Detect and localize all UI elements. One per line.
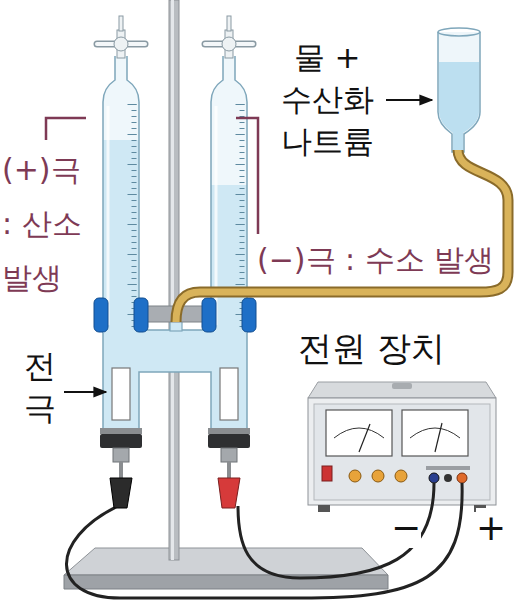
blue-clamp [242, 298, 256, 332]
reservoir-glass [438, 32, 480, 152]
leader-arrow [64, 391, 106, 393]
blue-clamp [94, 298, 108, 332]
terminal-pin [119, 462, 123, 480]
leader-arrow [386, 99, 432, 101]
terminal-post [113, 448, 129, 462]
label-anchor: 전원 장치 [298, 328, 445, 368]
terminal-pin [227, 462, 231, 480]
reservoir-liquid [439, 62, 479, 150]
control-knob [349, 470, 361, 482]
label-anchor: (+)극 : 산소 발생 [2, 143, 92, 305]
wire [238, 483, 434, 578]
alligator-clip [110, 478, 132, 508]
solution-label: 물 + 수산화 나트륨 [268, 36, 386, 162]
electrode-label: 전극 [24, 346, 56, 429]
meter [326, 410, 392, 456]
ground-terminal [444, 474, 452, 482]
power-supply-label: 전원 장치 [298, 328, 445, 368]
power-supply-handle [392, 383, 412, 389]
electrode [220, 368, 238, 420]
graduation-marks [132, 104, 137, 328]
bracket-line [46, 118, 86, 140]
negative-terminal [429, 473, 439, 483]
terminal-sign: − [391, 508, 421, 548]
connecting-tube [103, 330, 247, 430]
stand-rod [169, 0, 179, 560]
control-knob [372, 470, 384, 482]
rubber-hose [176, 150, 508, 322]
stopper-ring [208, 428, 250, 434]
control-knob [395, 470, 407, 482]
stopper-ring [100, 428, 142, 434]
meter [402, 410, 468, 456]
stopcock-nozzle [119, 16, 123, 31]
blue-clamp [202, 298, 216, 332]
rubber-stopper [208, 434, 250, 448]
power-supply-foot [318, 505, 330, 512]
power-supply-body [308, 398, 496, 505]
label-anchor: − [391, 508, 421, 548]
alligator-clip [218, 478, 240, 508]
terminal-sign: + [476, 508, 506, 548]
rubber-stopper [100, 434, 142, 448]
blue-clamp [134, 298, 148, 332]
power-supply-panel [314, 404, 490, 500]
meter-needle [435, 423, 442, 452]
left-tube-glass [103, 56, 139, 332]
cathode-label: (−)극 : 수소 발생 [257, 240, 494, 280]
label-anchor: (−)극 : 수소 발생 [257, 240, 494, 280]
meter-scale [410, 428, 460, 438]
electrode [112, 368, 130, 420]
power-switch [322, 466, 332, 481]
terminal-plate [426, 466, 470, 470]
rubber-hose [176, 150, 508, 322]
terminal-post [221, 448, 237, 462]
stopcock-nozzle [227, 16, 231, 31]
glass-highlight [107, 106, 110, 325]
left-tube-liquid [103, 56, 139, 333]
stand-base-top [64, 548, 388, 575]
meter-needle [359, 424, 370, 452]
label-anchor: 전극 [24, 346, 56, 429]
reservoir-rim [438, 28, 480, 36]
bracket-line [236, 118, 258, 234]
positive-terminal [457, 473, 467, 483]
rod-highlight [171, 0, 174, 560]
label-anchor: + [476, 508, 506, 548]
stopcock-body [114, 37, 128, 51]
label-anchor: 물 + 수산화 나트륨 [268, 36, 386, 162]
anode-label: (+)극 : 산소 발생 [2, 143, 92, 305]
power-supply-top [308, 382, 496, 398]
meter-scale [334, 428, 384, 438]
stopcock-body [222, 37, 236, 51]
graduation-marks [128, 104, 137, 328]
